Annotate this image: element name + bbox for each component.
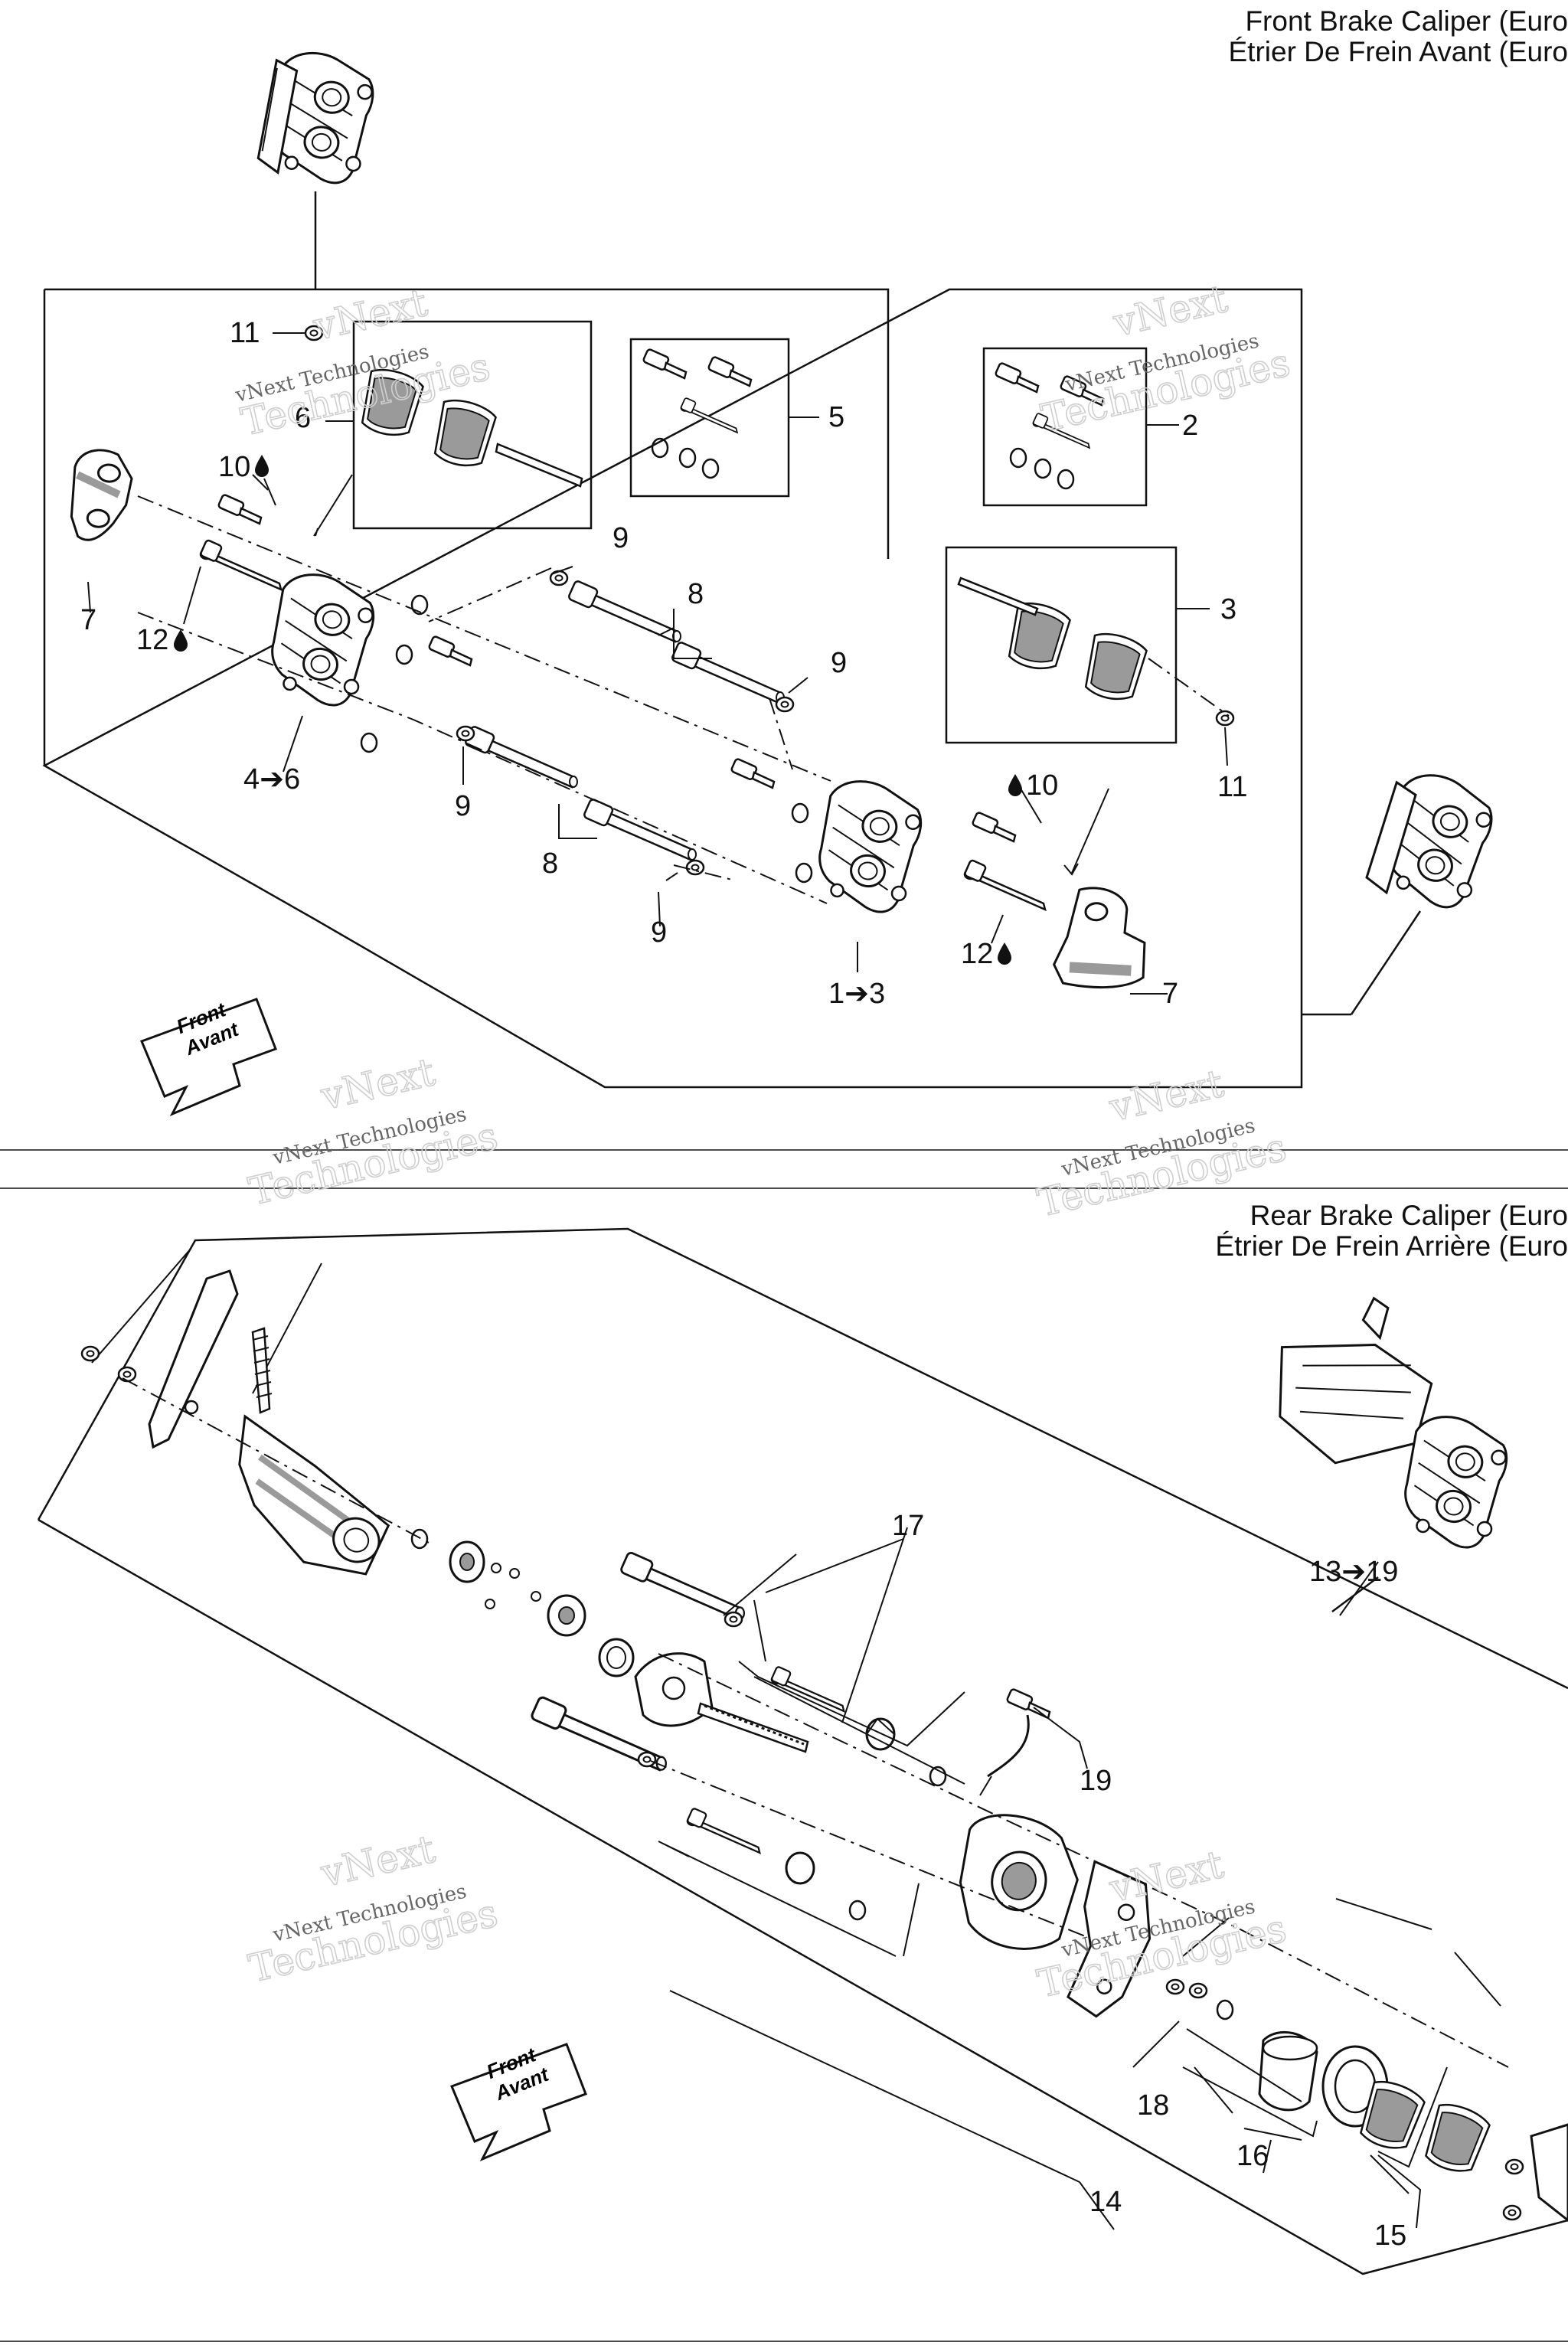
rear-caliper-title-fr: Étrier De Frein Arrière (Euro: [1215, 1230, 1568, 1262]
watermarks: vNext vNext Technologies Technologies vN…: [233, 276, 1295, 2007]
callout-15: 15: [1374, 2220, 1406, 2252]
svg-text:vNext: vNext: [1105, 1842, 1227, 1911]
callout-1-3: 1➔3: [828, 978, 885, 1010]
callout-18: 18: [1137, 2089, 1169, 2122]
callout-7-right: 7: [1162, 978, 1178, 1010]
callout-11-right: 11: [1217, 771, 1247, 803]
svg-text:vNext: vNext: [309, 280, 431, 349]
callout-5: 5: [828, 401, 844, 433]
svg-text:vNext: vNext: [1109, 276, 1231, 345]
callout-14: 14: [1089, 2186, 1122, 2218]
svg-text:vNext: vNext: [316, 1050, 439, 1119]
callout-9-c: 9: [455, 790, 471, 822]
callout-10-left: 10: [218, 451, 250, 483]
svg-text:vNext: vNext: [1105, 1061, 1227, 1130]
callout-11-top: 11: [230, 317, 260, 349]
rear-caliper-section: Front Avant 17 13➔19 19 18 16 14 15: [37, 1227, 1568, 2275]
watermark-4: vNext vNext Technologies Technologies: [1033, 1060, 1291, 1226]
callout-4-6: 4➔6: [243, 763, 300, 795]
callout-12-right: 12: [961, 938, 993, 970]
rear-caliper-title-en: Rear Brake Caliper (Euro: [1250, 1200, 1568, 1231]
callout-19: 19: [1080, 1765, 1112, 1797]
front-caliper-title: Front Brake Caliper (Euro Étrier De Frei…: [1229, 6, 1568, 67]
callout-9-b: 9: [831, 647, 847, 679]
front-direction-arrow: Front Avant: [140, 998, 277, 1116]
callout-17: 17: [892, 1510, 924, 1542]
callout-10-right: 10: [1026, 769, 1058, 802]
callout-13-19: 13➔19: [1309, 1556, 1398, 1588]
callout-9-d: 9: [651, 916, 667, 949]
callout-6: 6: [295, 402, 311, 434]
front-caliper-section: Front Avant 11 6 5 2 3 11 10 10 12 12 7 …: [42, 47, 1501, 1116]
callout-12-left: 12: [136, 624, 168, 656]
rear-front-direction-arrow: Front Avant: [450, 2043, 587, 2161]
svg-text:vNext: vNext: [316, 1827, 439, 1896]
watermark-2: vNext vNext Technologies Technologies: [1037, 276, 1295, 441]
front-caliper-title-fr: Étrier De Frein Avant (Euro: [1228, 36, 1568, 67]
rear-caliper-title: Rear Brake Caliper (Euro Étrier De Frein…: [1215, 1200, 1568, 1262]
watermark-5: vNext vNext Technologies Technologies: [244, 1826, 502, 1991]
callout-7-left: 7: [80, 604, 96, 636]
callout-8-a: 8: [688, 578, 704, 610]
callout-9-a: 9: [612, 522, 629, 554]
front-caliper-title-en: Front Brake Caliper (Euro: [1245, 5, 1568, 37]
callout-2: 2: [1182, 410, 1198, 442]
callout-16: 16: [1236, 2140, 1269, 2172]
callout-8-b: 8: [542, 848, 558, 880]
callout-3: 3: [1220, 593, 1236, 626]
